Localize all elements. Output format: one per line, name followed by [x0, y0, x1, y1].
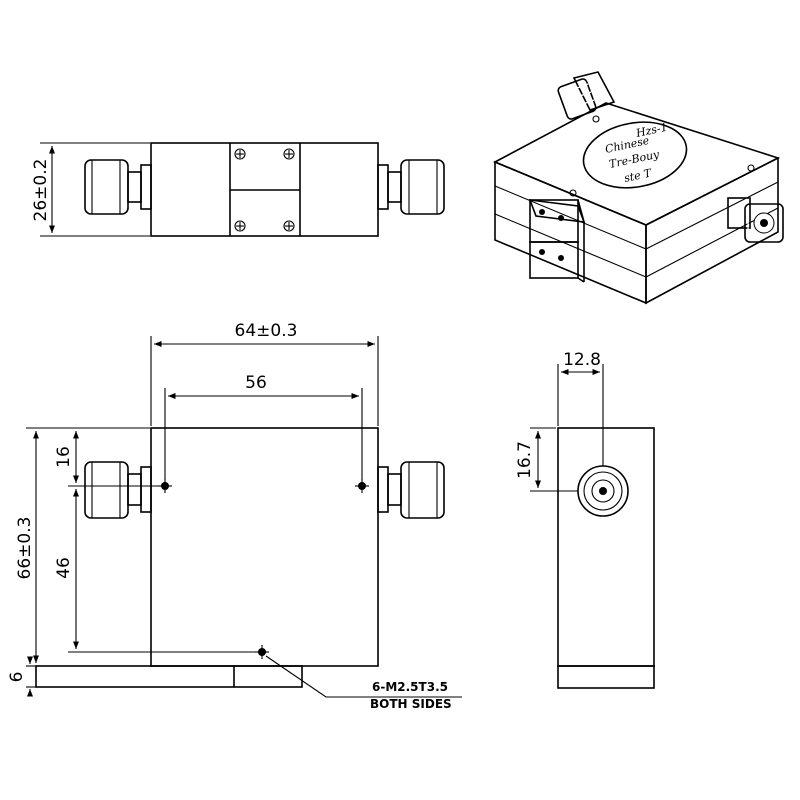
svg-text:ste T: ste T [623, 166, 654, 185]
connector-side-icon [727, 197, 784, 243]
dim-base-thickness: 6 [7, 672, 27, 683]
isometric-view: Hzs-1 Chinese Tre-Bouy ste T [493, 71, 784, 305]
dim-width-total: 64±0.3 [235, 321, 298, 341]
mounting-hole-icon [158, 479, 369, 659]
connector-top-icon [557, 71, 616, 120]
base-plate [35, 665, 303, 688]
front-body [150, 427, 379, 667]
mounting-bracket [528, 199, 586, 283]
screw-icon [234, 148, 295, 232]
front-view: 64±0.3 56 66±0.3 16 46 6 6-M2.5T3.5 BOTH… [7, 321, 462, 711]
dim-connector-offset-x: 12.8 [563, 350, 601, 370]
dim-height-side: 26±0.2 [31, 159, 51, 222]
thread-note: 6-M2.5T3.5 [372, 680, 448, 694]
end-body [557, 427, 655, 667]
connector-right-icon [377, 461, 445, 519]
both-sides-note: BOTH SIDES [370, 697, 452, 711]
connector-right-icon [377, 159, 445, 215]
dim-height-total: 66±0.3 [15, 517, 35, 580]
connector-left-icon [84, 461, 152, 519]
side-view: 26±0.2 [31, 142, 445, 237]
connector-left-icon [84, 159, 152, 215]
dim-hole-offset-bottom: 46 [54, 557, 74, 579]
dim-hole-offset-top: 16 [54, 446, 74, 468]
dim-connector-offset-y: 16.7 [515, 441, 535, 479]
dim-hole-spacing: 56 [245, 373, 267, 393]
end-view: 12.8 16.7 [515, 350, 655, 689]
connector-port-icon [577, 465, 629, 517]
label-plate: Hzs-1 Chinese Tre-Bouy ste T [582, 121, 688, 189]
